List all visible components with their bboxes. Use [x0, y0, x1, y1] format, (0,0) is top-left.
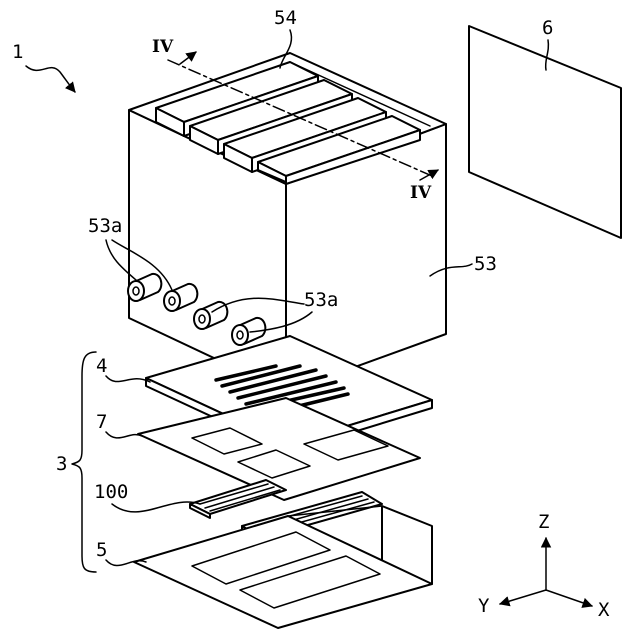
section-mark-start: IV	[152, 37, 174, 57]
housing-53: IV IV	[88, 7, 497, 392]
bottom-label: 5	[96, 539, 107, 561]
connector-end	[164, 291, 180, 311]
coordinate-axes: Z Y X	[478, 511, 610, 621]
bottom-5: 5	[96, 506, 432, 628]
connector-end	[232, 325, 248, 345]
x-axis	[546, 590, 592, 606]
substrate-leader	[106, 376, 150, 382]
substrate-label: 4	[96, 355, 107, 377]
y-axis	[500, 590, 546, 604]
panel-6-plate	[469, 26, 621, 238]
connector-label-right: 53a	[304, 289, 338, 311]
top-label: 54	[274, 7, 297, 29]
unit-3: 3	[56, 352, 96, 572]
connector-end	[128, 281, 144, 301]
section-mark-end: IV	[410, 183, 432, 203]
y-axis-label: Y	[478, 595, 490, 617]
element-leader	[112, 502, 200, 512]
panel-6: 6	[469, 17, 621, 238]
device-leader	[26, 66, 75, 92]
connector-label-left: 53a	[88, 215, 122, 237]
z-axis-label: Z	[538, 511, 549, 533]
connector-end	[194, 309, 210, 329]
device-label: 1	[12, 41, 23, 63]
element-left	[190, 480, 286, 514]
unit-3-label: 3	[56, 453, 67, 475]
layer-7-label: 7	[96, 411, 107, 433]
panel-6-label: 6	[542, 17, 553, 39]
unit-3-brace	[72, 352, 96, 572]
layer-7-leader	[106, 432, 142, 438]
x-axis-label: X	[598, 599, 610, 621]
element-label: 100	[94, 481, 128, 503]
housing-label: 53	[474, 253, 497, 275]
device-reference: 1	[12, 41, 75, 92]
section-arrow-start	[180, 52, 196, 64]
